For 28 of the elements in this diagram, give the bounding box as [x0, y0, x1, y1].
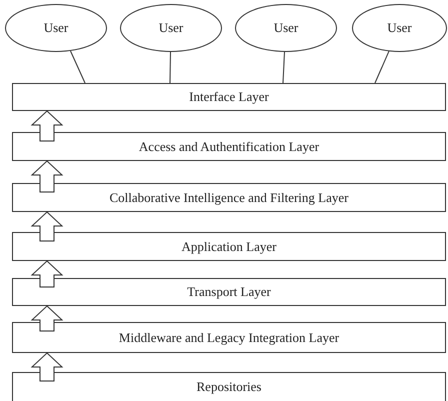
node-label: User [274, 20, 298, 36]
node-label: Application Layer [182, 238, 276, 254]
node-label: Interface Layer [189, 89, 269, 105]
layer-box [12, 132, 446, 161]
block-arrow [30, 260, 64, 288]
node-label: Collaborative Intelligence and Filtering Layer [110, 190, 348, 206]
layer-box [12, 278, 446, 306]
layer-box [12, 322, 446, 353]
node-label: Repositories [196, 379, 262, 395]
layer-box [12, 372, 446, 401]
block-arrow [30, 160, 64, 192]
connector-line [282, 52, 285, 84]
node-label: User [387, 20, 412, 36]
block-arrow [30, 352, 64, 382]
block-arrow [30, 211, 64, 242]
node-label: Transport Layer [187, 284, 271, 300]
node-label: User [44, 20, 68, 36]
layer-box [12, 183, 446, 212]
block-arrow [30, 305, 64, 332]
layer-box [12, 232, 446, 261]
node-label: User [158, 20, 184, 36]
layer-box [12, 83, 446, 111]
node-label: Access and Authentification Layer [138, 138, 320, 154]
block-arrow [30, 110, 64, 142]
connector-line [70, 50, 86, 84]
node-label: Middleware and Legacy Integration Layer [118, 330, 340, 346]
connector-line [170, 52, 171, 84]
connector-line [374, 50, 390, 84]
